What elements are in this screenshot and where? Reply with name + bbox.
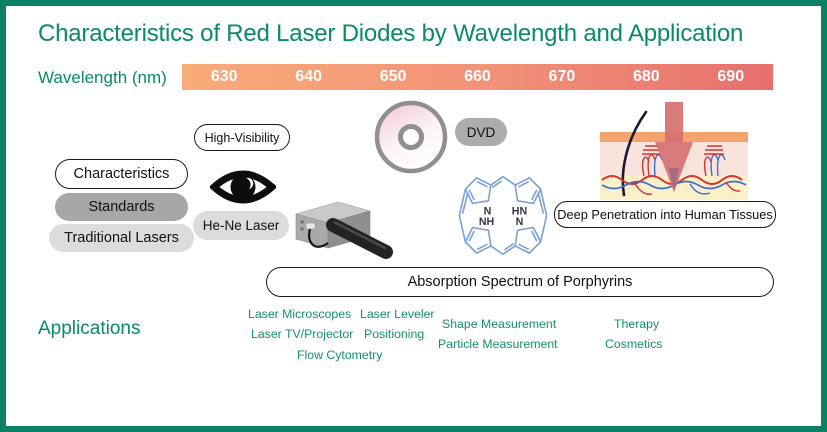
application-positioning: Positioning [364,327,425,341]
wavelength-tick-630: 630 [210,68,238,85]
he-ne-laser-device-icon [294,201,393,259]
application-laser-tv-projector: Laser TV/Projector [251,327,354,341]
application-flow-cytometry: Flow Cytometry [297,348,383,362]
applications-section-label: Applications [38,318,141,339]
molecule-label-nh-bottom-left: NH [479,216,494,228]
application-laser-leveler: Laser Leveler [360,307,435,321]
wavelength-tick-640: 640 [295,68,322,85]
molecule-label-n-top-left: N [484,206,492,218]
molecule-label-n-bottom-right: N [516,216,524,228]
wavelength-tick-670: 670 [548,68,576,85]
deep-penetration-pill: Deep Penetration into Human Tissues [554,201,776,228]
application-cosmetics: Cosmetics [605,337,663,351]
high-visibility-pill: High-Visibility [194,124,290,151]
porphyrin-molecule-icon: N HN NH N [458,175,548,256]
page-title: Characteristics of Red Laser Diodes by W… [38,20,744,47]
wavelength-axis-label: Wavelength (nm) [38,68,167,87]
molecule-label-hn-top-right: HN [512,206,527,218]
cd-disc-icon [374,100,448,174]
he-ne-laser-pill: He-Ne Laser [193,211,289,240]
application-therapy: Therapy [614,317,660,331]
legend-standards-pill: Standards [55,193,188,221]
application-laser-microscopes: Laser Microscopes [248,307,352,321]
skin-penetration-icon [600,102,748,200]
dvd-pill: DVD [455,118,507,146]
eye-icon [210,170,276,204]
wavelength-tick-650: 650 [379,68,407,85]
wavelength-gradient-bar: 630 640 650 660 670 680 690 [182,64,773,90]
legend-traditional-lasers-pill: Traditional Lasers [49,224,194,252]
application-shape-measurement: Shape Measurement [442,317,557,331]
wavelength-tick-660: 660 [464,68,491,85]
application-particle-measurement: Particle Measurement [438,337,558,351]
absorption-spectrum-pill: Absorption Spectrum of Porphyrins [266,267,774,297]
wavelength-tick-680: 680 [632,68,660,85]
laser-arrow-down-icon [655,102,693,192]
legend-characteristics-pill: Characteristics [55,159,188,189]
wavelength-tick-690: 690 [717,68,745,85]
